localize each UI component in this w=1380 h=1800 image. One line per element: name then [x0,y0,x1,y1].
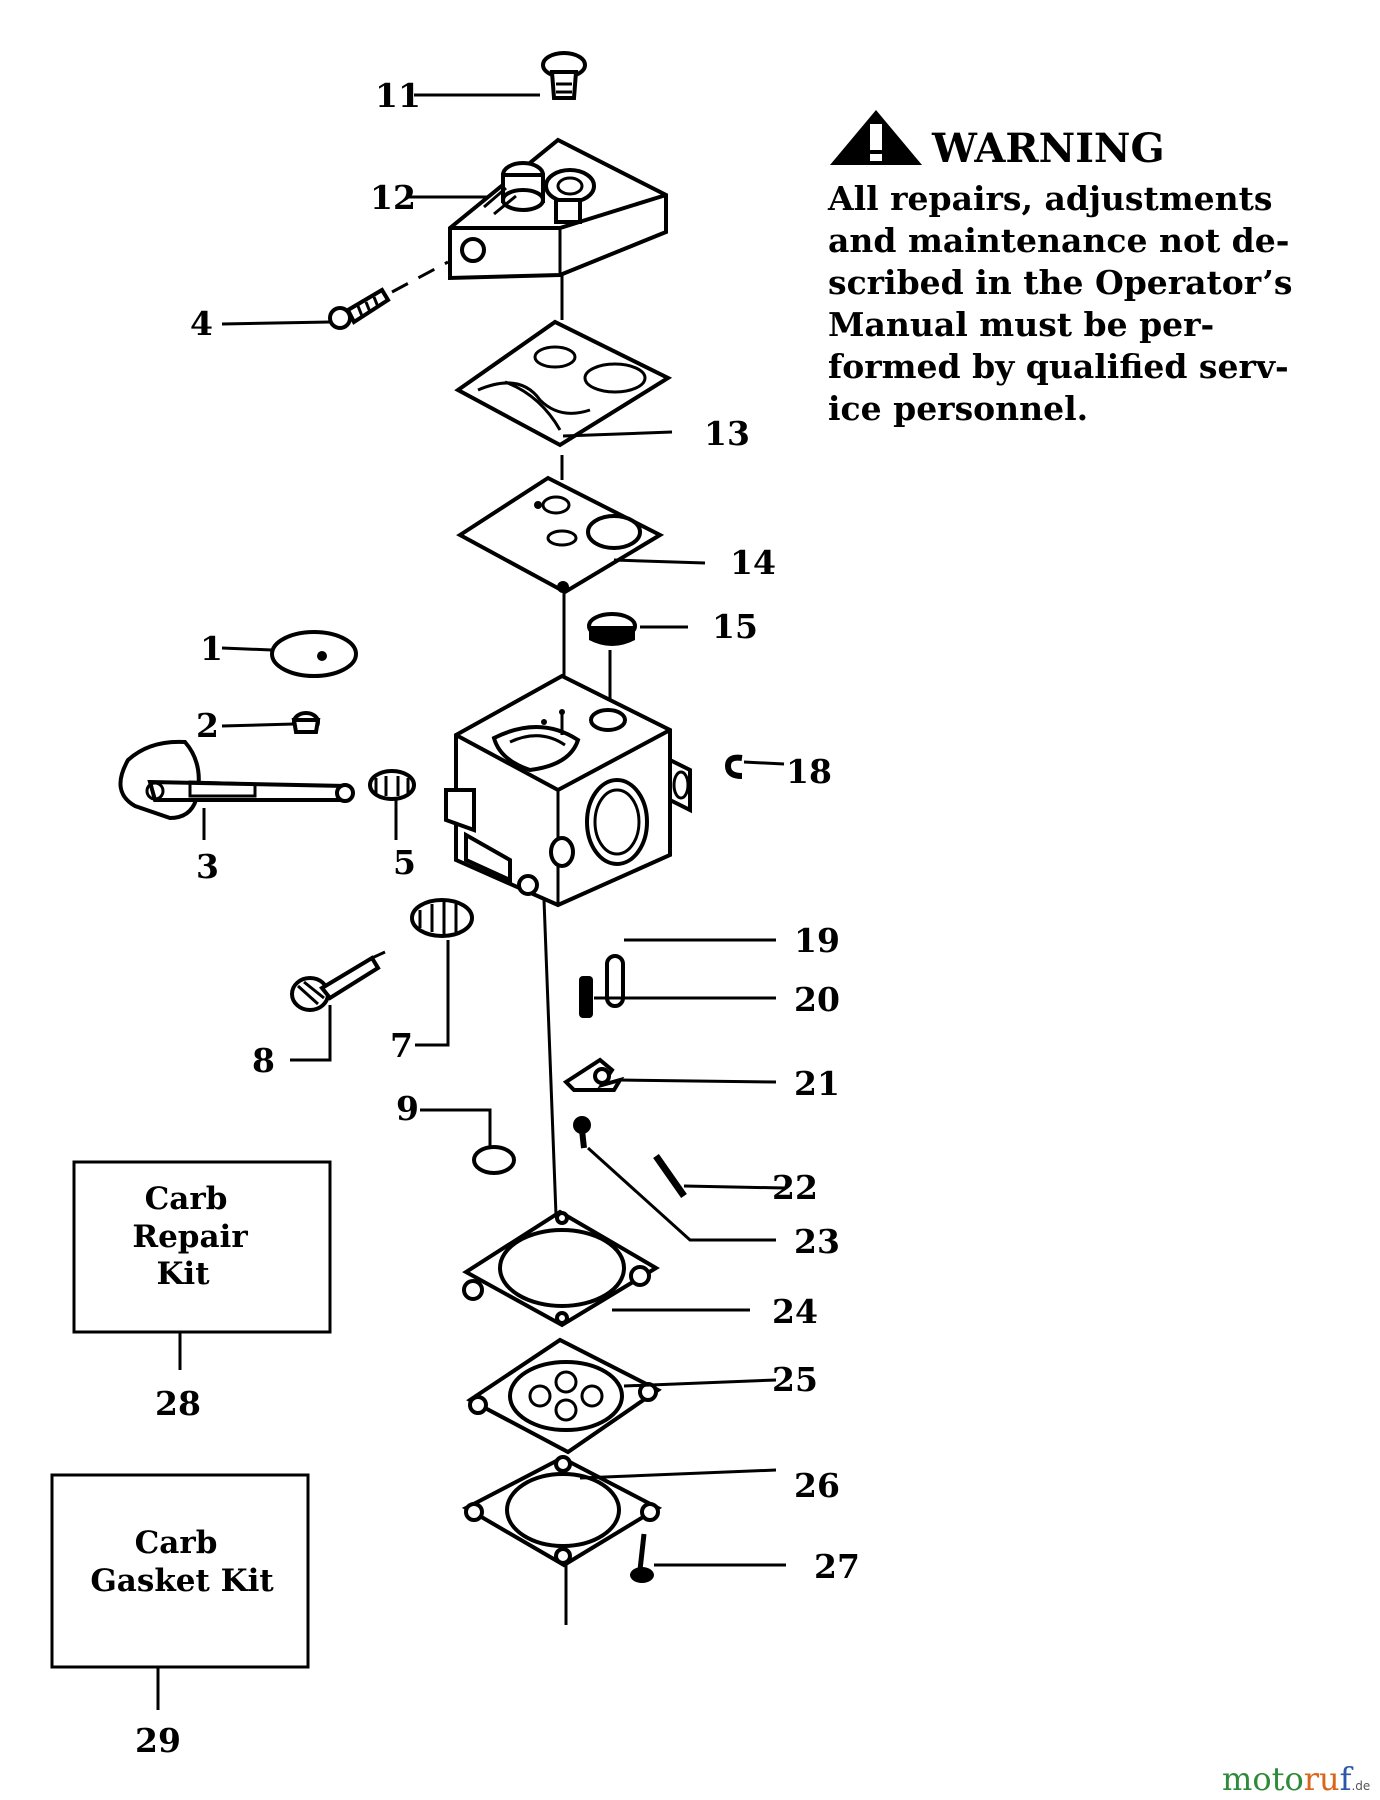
leader-2 [221,722,295,728]
part-3-throttle-lever [118,739,355,821]
callout-20: 20 [794,980,840,1019]
callout-13: 13 [704,414,750,453]
leader-21 [619,1078,777,1084]
part-5-spring [368,769,416,801]
part-7-spring [410,898,474,938]
callout-11: 11 [375,76,421,115]
callout-7: 7 [390,1026,413,1065]
callout-3: 3 [196,847,219,886]
callout-8: 8 [252,1041,275,1080]
leader-18 [743,760,785,766]
leader-1 [221,646,273,652]
part-15-inlet-screen [587,612,637,646]
callout-25: 25 [772,1360,818,1399]
callout-19: 19 [794,921,840,960]
part-14-gasket [456,475,665,595]
callout-29: 29 [135,1721,181,1760]
leader-14 [613,558,706,565]
watermark-part-c: f [1340,1760,1354,1798]
watermark-part-b: ru [1304,1760,1340,1798]
dash-line-4 [391,260,449,294]
leader-22 [683,1184,785,1190]
callout-24: 24 [772,1292,818,1331]
repair-kit-line-2: Repair [132,1219,248,1255]
warning-line-6: ice personnel. [828,389,1088,428]
gasket-kit-line-1: Carb [135,1525,218,1561]
part-8-needle [290,950,386,1012]
callout-22: 22 [772,1168,818,1207]
part-24-gasket [462,1209,660,1328]
callout-23: 23 [794,1222,840,1261]
leader-8 [290,1005,332,1062]
part-2-screw [291,711,321,734]
watermark-part-d: .de [1351,1779,1370,1793]
callout-2: 2 [196,706,219,745]
warning-block: WARNING All repairs, adjustments and mai… [827,110,1292,428]
leader-26 [579,1468,777,1480]
leader-9 [420,1108,492,1146]
leader-23 [586,1146,776,1242]
callout-26: 26 [794,1466,840,1505]
callout-27: 27 [814,1547,860,1586]
warning-title: WARNING [931,125,1165,172]
callout-12: 12 [370,178,416,217]
callout-14: 14 [730,543,776,582]
part-13-pump-diaphragm [454,319,673,448]
part-25-diaphragm [466,1337,662,1455]
warning-line-2: and maintenance not de- [828,221,1289,260]
carb-gasket-kit-box: Carb Gasket Kit [50,1473,310,1669]
gasket-kit-line-2: Gasket Kit [90,1563,274,1599]
warning-line-4: Manual must be per- [828,305,1214,344]
warning-line-5: formed by qualified serv- [828,347,1289,386]
carb-repair-kit-box: Carb Repair Kit [72,1160,332,1334]
warning-triangle-icon [830,110,922,165]
watermark-part-a: moto [1222,1760,1304,1798]
axis-line-lower [542,899,558,1216]
motoruf-watermark-logo: motoruf.de [1222,1760,1370,1798]
carburetor-body [444,673,692,908]
warning-line-1: All repairs, adjustments [827,179,1272,218]
part-4-screw [328,287,391,330]
leader-25 [623,1378,777,1388]
repair-kit-line-3: Kit [156,1256,210,1292]
repair-kit-line-1: Carb [145,1181,228,1217]
callout-5: 5 [393,843,416,882]
part-9-o-ring [472,1145,516,1175]
part-21-metering-lever [562,1057,625,1092]
callout-1: 1 [200,629,223,668]
svg-text:motoruf.de: motoruf.de [1222,1760,1370,1798]
part-20-needle [579,976,593,1018]
part-12-pump-cover [448,137,668,281]
callout-15: 15 [712,607,758,646]
callout-21: 21 [794,1064,840,1103]
part-11-screw [541,51,587,100]
callout-9: 9 [396,1089,419,1128]
callout-4: 4 [190,304,213,343]
warning-line-3: scribed in the Operator’s [828,263,1292,302]
part-19-pin [605,954,625,1008]
part-23-screw [573,1116,591,1149]
leader-4 [221,320,331,326]
part-27-screw [630,1533,654,1583]
leader-13 [562,430,673,438]
callout-18: 18 [786,752,832,791]
part-18-clip [724,754,743,779]
leader-7 [415,940,450,1047]
callout-28: 28 [155,1384,201,1423]
part-1-cup-plug [270,630,358,678]
part-22-pin [653,1153,687,1199]
part-26-cover [461,1455,663,1568]
